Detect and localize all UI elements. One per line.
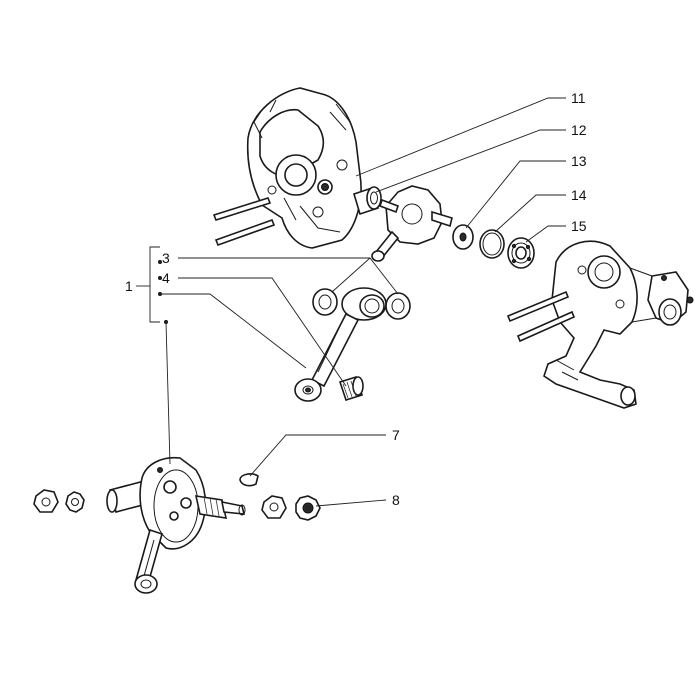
woodruff-key bbox=[239, 473, 259, 487]
connecting-rod-kit bbox=[294, 287, 411, 402]
kit-bracket bbox=[136, 246, 168, 324]
left-crankcase-half bbox=[212, 87, 362, 249]
callout-labels: 1 3 4 7 8 11 12 13 14 15 bbox=[125, 90, 587, 508]
callout-12: 12 bbox=[571, 122, 587, 138]
crankshaft-assembly bbox=[106, 456, 246, 594]
callout-8: 8 bbox=[392, 492, 400, 508]
pinion-gear bbox=[295, 495, 321, 521]
right-crankcase-half bbox=[506, 240, 694, 409]
callout-7: 7 bbox=[392, 427, 400, 443]
callout-1: 1 bbox=[125, 278, 133, 294]
crankshaft-small bbox=[371, 185, 453, 262]
o-ring bbox=[479, 229, 505, 259]
callout-3: 3 bbox=[162, 250, 170, 266]
pinion-nut bbox=[261, 495, 287, 519]
ball-bearing bbox=[507, 237, 535, 269]
callout-11: 11 bbox=[571, 90, 586, 106]
leader-lines bbox=[162, 97, 566, 507]
callout-15: 15 bbox=[571, 218, 587, 234]
thrust-washer bbox=[452, 224, 474, 250]
small-end-needle-bearing bbox=[338, 376, 364, 401]
main-bearing bbox=[353, 186, 382, 216]
callout-13: 13 bbox=[571, 153, 587, 169]
lock-washer bbox=[65, 491, 85, 513]
callout-4: 4 bbox=[162, 270, 170, 286]
callout-14: 14 bbox=[571, 187, 587, 203]
crank-nut bbox=[33, 489, 59, 513]
